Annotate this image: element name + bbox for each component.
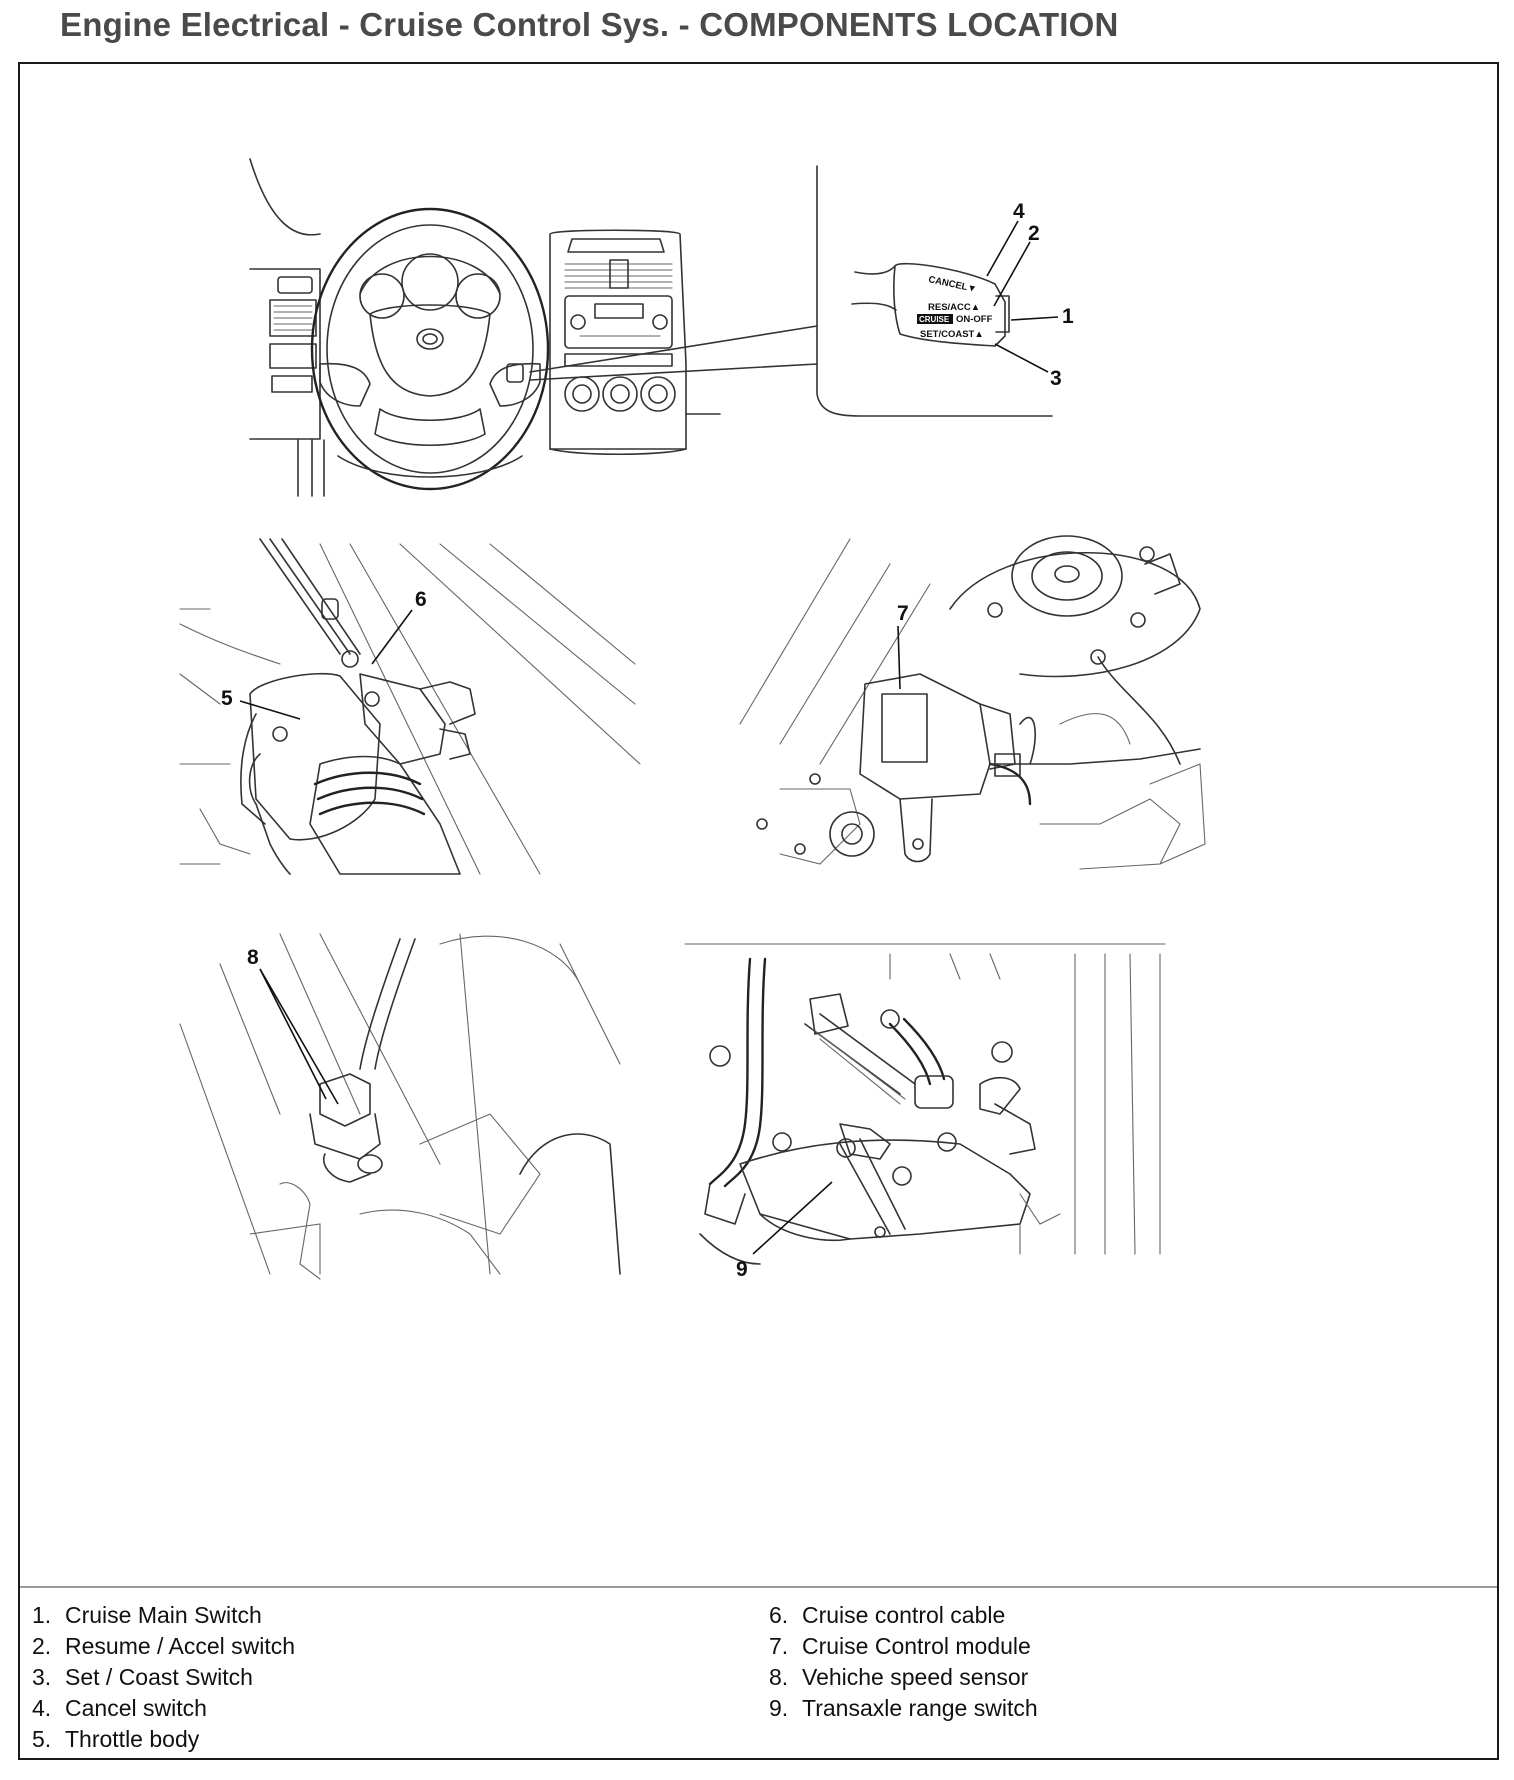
- on-off-label: ON-OFF: [956, 314, 993, 325]
- vehicle-speed-sensor-illustration: 8: [179, 933, 621, 1280]
- legend-item: 5. Throttle body: [32, 1724, 295, 1755]
- cancel-switch-label: CANCEL▼: [927, 274, 977, 295]
- legend-divider: [20, 1586, 1497, 1588]
- callout-2: 2: [1028, 222, 1040, 245]
- legend-number: 9.: [769, 1695, 789, 1721]
- callout-8: 8: [247, 946, 259, 969]
- callout-9: 9: [736, 1258, 748, 1281]
- legend-number: 6.: [769, 1602, 789, 1628]
- dashboard-illustration: CANCEL▼ RES/ACC▲ CRUISE ON-OFF SET/COAST…: [249, 158, 1074, 497]
- legend-item: 7. Cruise Control module: [769, 1631, 1038, 1662]
- legend-label: Cruise Main Switch: [65, 1602, 262, 1628]
- page-title: Engine Electrical - Cruise Control Sys. …: [60, 6, 1119, 43]
- legend-number: 3.: [32, 1664, 52, 1690]
- legend-label: Set / Coast Switch: [65, 1664, 253, 1690]
- legend-column-right: 6. Cruise control cable 7. Cruise Control …: [769, 1600, 1038, 1724]
- legend-number: 4.: [32, 1695, 52, 1721]
- legend-column-left: 1. Cruise Main Switch 2. Resume / Accel sw…: [32, 1600, 295, 1755]
- legend-number: 2.: [32, 1633, 52, 1659]
- resume-accel-switch-label: RES/ACC▲: [928, 302, 980, 313]
- components-location-figure: CANCEL▼ RES/ACC▲ CRUISE ON-OFF SET/COAST…: [179, 158, 1206, 1281]
- transaxle-range-switch-illustration: 9: [684, 943, 1166, 1281]
- throttle-body-illustration: 6 5: [179, 538, 641, 875]
- cruise-control-module-illustration: 7: [739, 535, 1206, 870]
- legend-item: 6. Cruise control cable: [769, 1600, 1038, 1631]
- callout-4: 4: [1013, 200, 1025, 223]
- diagram-frame: CANCEL▼ RES/ACC▲ CRUISE ON-OFF SET/COAST…: [18, 62, 1499, 1760]
- legend-item: 1. Cruise Main Switch: [32, 1600, 295, 1631]
- callout-1: 1: [1062, 305, 1074, 328]
- legend-number: 8.: [769, 1664, 789, 1690]
- legend-label: Cruise control cable: [802, 1602, 1006, 1628]
- cruise-badge-label: CRUISE: [919, 315, 950, 324]
- legend-label: Transaxle range switch: [802, 1695, 1038, 1721]
- callout-7: 7: [897, 602, 909, 625]
- legend-item: 2. Resume / Accel switch: [32, 1631, 295, 1662]
- legend-label: Cancel switch: [65, 1695, 207, 1721]
- callout-3: 3: [1050, 367, 1062, 390]
- legend-number: 5.: [32, 1726, 52, 1752]
- legend-item: 9. Transaxle range switch: [769, 1693, 1038, 1724]
- set-coast-switch-label: SET/COAST▲: [920, 329, 984, 340]
- legend-item: 8. Vehiche speed sensor: [769, 1662, 1038, 1693]
- legend-number: 7.: [769, 1633, 789, 1659]
- legend-item: 4. Cancel switch: [32, 1693, 295, 1724]
- callout-5: 5: [221, 687, 233, 710]
- legend-number: 1.: [32, 1602, 52, 1628]
- legend-label: Throttle body: [65, 1726, 200, 1752]
- legend-label: Vehiche speed sensor: [802, 1664, 1029, 1690]
- legend-label: Cruise Control module: [802, 1633, 1031, 1659]
- callout-6: 6: [415, 588, 427, 611]
- legend-label: Resume / Accel switch: [65, 1633, 296, 1659]
- legend-item: 3. Set / Coast Switch: [32, 1662, 295, 1693]
